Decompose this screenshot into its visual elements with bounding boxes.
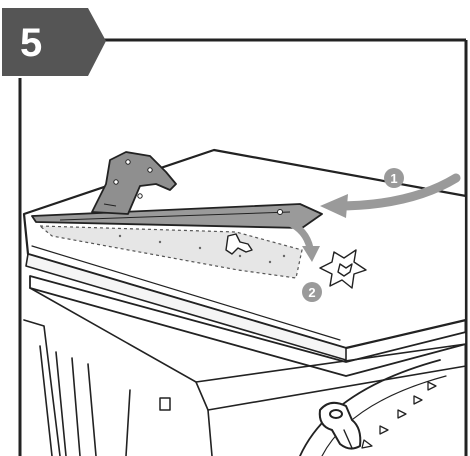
front-panel-line [208, 410, 212, 456]
bevel-lock-knob [320, 403, 361, 449]
housing-fin [40, 346, 52, 456]
bracket-hole [138, 194, 142, 198]
knob-cap [330, 410, 342, 418]
rail-clip [160, 398, 170, 410]
knob-body [320, 403, 361, 449]
housing-left [24, 320, 60, 456]
housing-fin [88, 364, 96, 456]
scale-tick [398, 410, 406, 418]
scale-tick [414, 396, 422, 404]
front-panel-line [126, 390, 130, 456]
bracket-hole [148, 168, 152, 172]
scale-tick [380, 426, 388, 434]
guide-dot [199, 247, 201, 249]
callout-1-label: 1 [390, 171, 397, 186]
plate-hole [278, 210, 283, 215]
bracket-hole [114, 180, 118, 184]
guide-dot [119, 235, 121, 237]
guide-dot [159, 241, 161, 243]
guide-dot [239, 255, 241, 257]
guide-dot [283, 255, 285, 257]
scale-tick [362, 440, 372, 448]
scale-tick [428, 382, 436, 390]
callout-2: 2 [302, 282, 322, 302]
step-number: 5 [20, 21, 42, 65]
step-badge-shape [2, 8, 106, 76]
housing-fin [72, 358, 80, 456]
step-badge: 5 [2, 8, 106, 76]
callout-1: 1 [384, 168, 404, 188]
callout-2-label: 2 [308, 285, 315, 300]
guide-dot [269, 261, 271, 263]
bracket-hole [126, 160, 130, 164]
